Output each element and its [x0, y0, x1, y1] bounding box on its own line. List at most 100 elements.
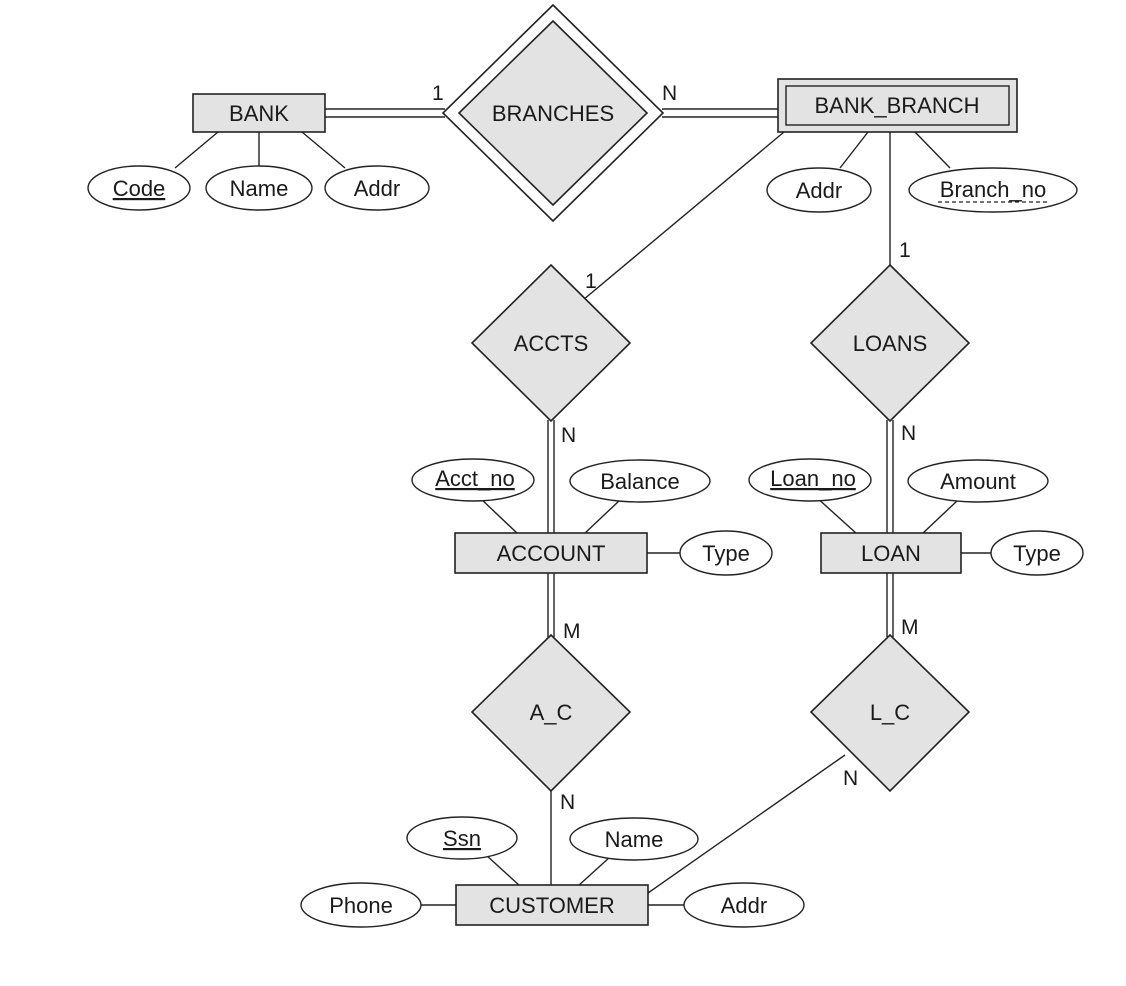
- attribute-ssn-label: Ssn: [443, 826, 481, 851]
- attribute-bank-addr-label: Addr: [354, 176, 400, 201]
- attribute-phone-ellipse: [300, 882, 422, 928]
- cardinality-l-c-customer: N: [843, 767, 858, 790]
- entity-bank-branch: BANK_BRANCH: [777, 78, 1018, 133]
- attribute-customer-name: Name: [569, 817, 699, 861]
- line-acct-no: [479, 497, 519, 535]
- attribute-branch-addr-ellipse: [766, 167, 872, 213]
- attribute-bank-code-label: Code: [113, 176, 166, 201]
- attribute-amount: Amount: [907, 459, 1049, 503]
- attribute-bank-name-ellipse: [205, 165, 313, 211]
- attribute-customer-addr-ellipse: [683, 882, 805, 928]
- relationship-l-c-label: L_C: [870, 700, 910, 725]
- attribute-ssn: Ssn: [406, 816, 518, 860]
- attribute-branch-no-ellipse: [908, 167, 1078, 213]
- entity-customer-box: [455, 884, 649, 926]
- cardinality-branches-bank-branch: N: [662, 82, 677, 105]
- relationship-branches: BRANCHES: [441, 3, 665, 223]
- relationship-a-c-label: A_C: [530, 700, 573, 725]
- line-customer-name: [577, 856, 611, 887]
- attribute-account-type-label: Type: [702, 541, 750, 566]
- line-balance: [583, 499, 621, 535]
- attribute-amount-ellipse: [907, 459, 1049, 503]
- line-bank-code: [174, 131, 219, 169]
- relationship-l-c: L_C: [809, 633, 971, 793]
- relationship-loans: LOANS: [809, 263, 971, 423]
- entity-bank-branch-inner-box: [785, 85, 1010, 126]
- attribute-loan-type: Type: [990, 530, 1084, 576]
- entity-account: ACCOUNT: [454, 532, 648, 574]
- cardinality-accts-account: N: [561, 424, 576, 447]
- attribute-branch-no: Branch_no: [908, 167, 1078, 213]
- attribute-balance-ellipse: [569, 459, 711, 503]
- attribute-balance-label: Balance: [600, 469, 680, 494]
- relationship-branches-inner-diamond: [457, 19, 649, 207]
- line-amount: [921, 499, 959, 535]
- line-loan-no: [814, 495, 858, 535]
- attribute-phone-label: Phone: [329, 893, 393, 918]
- attribute-acct-no: Acct_no: [411, 458, 535, 502]
- attribute-account-type-ellipse: [679, 530, 773, 576]
- attribute-loan-no-label: Loan_no: [770, 466, 856, 491]
- relationship-a-c: A_C: [470, 633, 632, 793]
- entity-bank: BANK: [192, 93, 326, 133]
- entity-bank-branch-label: BANK_BRANCH: [814, 93, 979, 118]
- line-branch-addr: [839, 131, 869, 169]
- attribute-loan-no: Loan_no: [748, 458, 872, 502]
- attribute-ssn-ellipse: [406, 816, 518, 860]
- attribute-account-type: Type: [679, 530, 773, 576]
- cardinality-a-c-customer: N: [560, 791, 575, 814]
- attribute-customer-addr: Addr: [683, 882, 805, 928]
- entity-bank-branch-outer-box: [777, 78, 1018, 133]
- relationship-branches-label: BRANCHES: [492, 101, 614, 126]
- entity-loan-label: LOAN: [861, 541, 921, 566]
- entity-loan-box: [820, 532, 962, 574]
- relationship-accts: ACCTS: [470, 263, 632, 423]
- relationship-l-c-diamond: [809, 633, 971, 793]
- line-bank-addr: [301, 131, 346, 169]
- attribute-customer-addr-label: Addr: [721, 893, 767, 918]
- cardinality-loan-l-c: M: [901, 616, 919, 639]
- attribute-customer-name-label: Name: [605, 827, 664, 852]
- attribute-acct-no-ellipse: [411, 458, 535, 502]
- attribute-customer-name-ellipse: [569, 817, 699, 861]
- entity-loan: LOAN: [820, 532, 962, 574]
- attribute-bank-code-ellipse: [87, 165, 191, 211]
- attribute-bank-addr: Addr: [324, 165, 430, 211]
- attribute-amount-label: Amount: [940, 469, 1016, 494]
- attribute-bank-code: Code: [87, 165, 191, 211]
- attribute-loan-type-label: Type: [1013, 541, 1061, 566]
- attribute-bank-name-label: Name: [230, 176, 289, 201]
- relationship-a-c-diamond: [470, 633, 632, 793]
- attribute-phone: Phone: [300, 882, 422, 928]
- line-ssn: [485, 854, 521, 887]
- connector-lines: [174, 108, 992, 906]
- line-branch-accts: [576, 131, 785, 306]
- line-branch-no: [914, 131, 951, 169]
- entity-customer: CUSTOMER: [455, 884, 649, 926]
- cardinality-branch-loans: 1: [899, 239, 911, 262]
- attribute-loan-type-ellipse: [990, 530, 1084, 576]
- cardinality-branch-accts: 1: [585, 270, 597, 293]
- relationship-accts-label: ACCTS: [514, 331, 589, 356]
- relationship-loans-diamond: [809, 263, 971, 423]
- attribute-acct-no-label: Acct_no: [435, 466, 515, 491]
- entity-customer-label: CUSTOMER: [489, 893, 615, 918]
- cardinality-account-a-c: M: [563, 620, 581, 643]
- attribute-branch-addr: Addr: [766, 167, 872, 213]
- cardinality-loans-loan: N: [901, 422, 916, 445]
- cardinality-bank-branches: 1: [432, 82, 444, 105]
- line-lc-customer: [647, 754, 846, 894]
- entity-account-label: ACCOUNT: [497, 541, 606, 566]
- attribute-branch-addr-label: Addr: [796, 178, 842, 203]
- attribute-bank-name: Name: [205, 165, 313, 211]
- attribute-loan-no-ellipse: [748, 458, 872, 502]
- entity-bank-label: BANK: [229, 101, 289, 126]
- relationship-loans-label: LOANS: [853, 331, 928, 356]
- attribute-branch-no-label: Branch_no: [940, 177, 1046, 202]
- cardinality-labels: 1 N 1 N 1 N M N M N: [432, 82, 919, 814]
- attribute-bank-addr-ellipse: [324, 165, 430, 211]
- entity-account-box: [454, 532, 648, 574]
- attribute-balance: Balance: [569, 459, 711, 503]
- relationship-accts-diamond: [470, 263, 632, 423]
